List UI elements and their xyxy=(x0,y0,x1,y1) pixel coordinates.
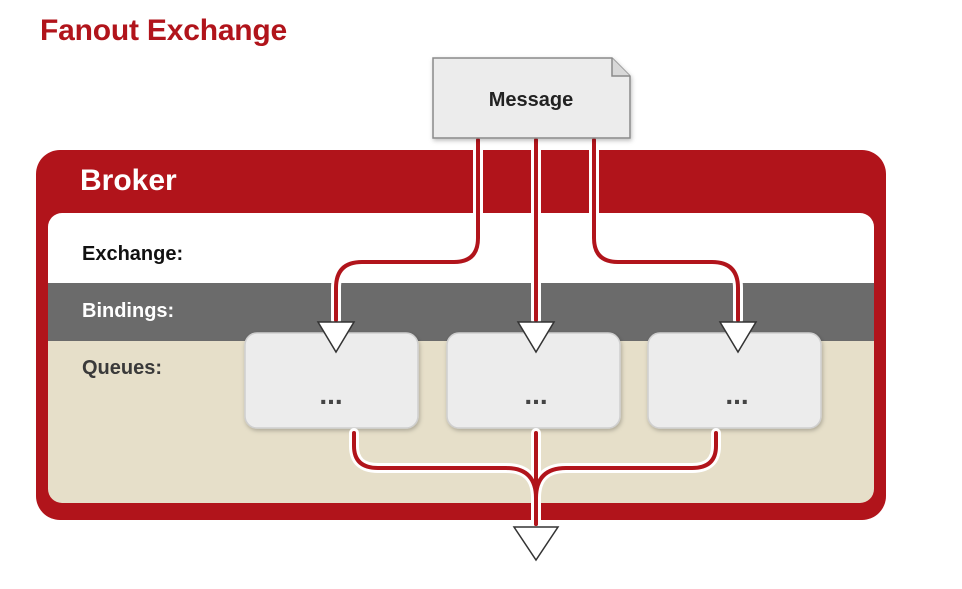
queue-box: ... xyxy=(244,332,419,429)
exchange-row-label: Exchange: xyxy=(82,243,183,265)
page-title: Fanout Exchange xyxy=(40,14,288,47)
fanout-arrows xyxy=(316,135,758,354)
message-document: Message xyxy=(432,57,631,139)
queue-box: ... xyxy=(647,332,822,429)
queue-label: ... xyxy=(319,379,342,410)
queue-label: ... xyxy=(725,379,748,410)
message-label: Message xyxy=(489,89,574,111)
arrowhead-icon xyxy=(516,321,556,354)
queue-box: ... xyxy=(446,332,621,429)
arrowhead-icon xyxy=(512,526,560,562)
broker-label: Broker xyxy=(80,164,177,197)
queue-label: ... xyxy=(524,379,547,410)
queues-row-label: Queues: xyxy=(82,357,162,379)
arrowhead-icon xyxy=(316,321,356,354)
arrowhead-icon xyxy=(718,321,758,354)
output-arrows xyxy=(349,428,721,562)
bindings-row-label: Bindings: xyxy=(82,300,174,322)
